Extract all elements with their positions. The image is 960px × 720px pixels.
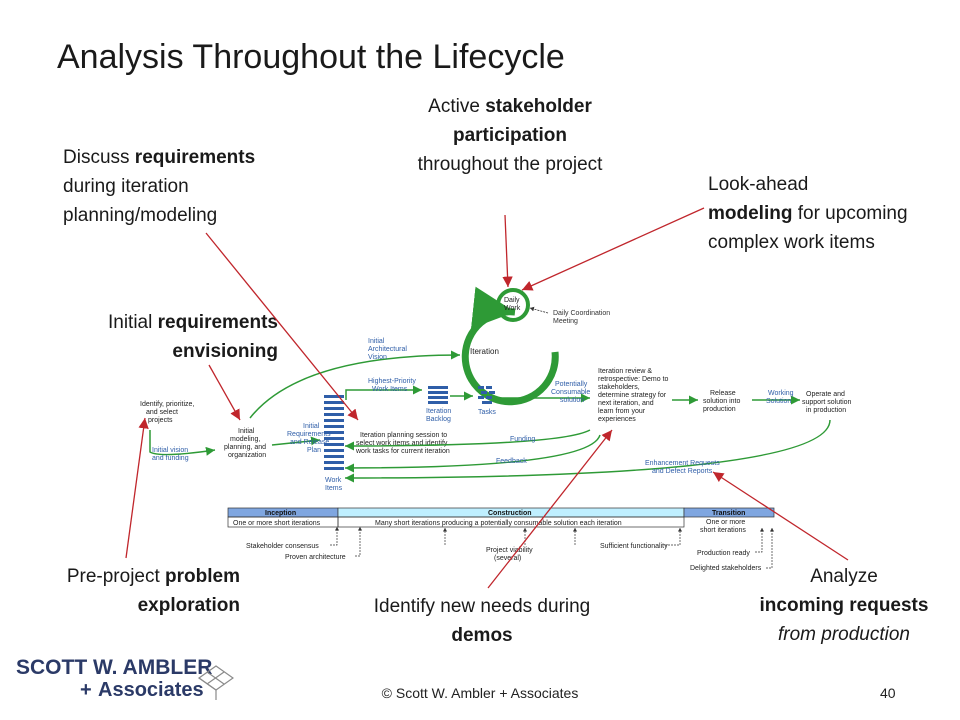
construction-sub-box bbox=[337, 516, 685, 528]
phase-transition-label: Transition bbox=[712, 510, 745, 517]
callout-text: Look-ahead bbox=[708, 174, 809, 195]
page-number: 40 bbox=[880, 685, 896, 701]
arch-vision-arrow bbox=[249, 350, 461, 419]
logo-line1: SCOTT W. AMBLER bbox=[16, 656, 212, 679]
phase-inception-label: Inception bbox=[265, 510, 296, 517]
project-viability-label: Project viability(several) bbox=[486, 547, 533, 562]
iteration-backlog-stack bbox=[428, 386, 448, 404]
callout-text: Analyze bbox=[810, 566, 878, 587]
initial-req-arrow bbox=[271, 436, 321, 446]
logo-mark-icon bbox=[197, 665, 235, 700]
tasks-label: Tasks bbox=[478, 409, 496, 416]
iteration-label: Iteration bbox=[470, 347, 499, 356]
feedback-label: Feedback bbox=[496, 458, 527, 465]
callout-text: during iteration planning/modeling bbox=[63, 176, 218, 226]
initial-vision-arrow bbox=[149, 430, 216, 456]
construction-sub-label: Many short iterations producing a potent… bbox=[375, 520, 622, 527]
callout-analyze-requests: Analyze incoming requests from productio… bbox=[752, 562, 936, 649]
highest-priority-arrow bbox=[345, 385, 422, 400]
sufficient-functionality-label: Sufficient functionality bbox=[600, 543, 668, 550]
funding-arrow bbox=[344, 429, 591, 451]
logo-plus: + bbox=[80, 679, 92, 701]
callout-demos: Identify new needs during demos bbox=[372, 592, 592, 650]
callout-bold: incoming requests bbox=[759, 595, 929, 616]
red-arrow-analyze bbox=[712, 471, 849, 561]
callout-bold: problem exploration bbox=[137, 566, 240, 616]
milestone-markers bbox=[330, 527, 775, 569]
stakeholder-consensus-label: Stakeholder consensus bbox=[246, 543, 319, 550]
work-items-stack bbox=[324, 395, 344, 470]
red-arrow-initial bbox=[208, 364, 241, 421]
red-arrow-lookahead bbox=[521, 207, 705, 291]
callout-text: from production bbox=[777, 624, 910, 645]
callout-bold: demos bbox=[451, 625, 513, 646]
red-arrow-discuss bbox=[205, 232, 359, 421]
callout-look-ahead: Look-ahead modeling for upcoming complex… bbox=[708, 170, 918, 257]
feedback-arrow bbox=[344, 434, 601, 473]
callout-text: Pre-project bbox=[66, 566, 166, 587]
company-logo: SCOTT W. AMBLER + Associates bbox=[14, 652, 235, 709]
callout-bold: stakeholder participation bbox=[452, 96, 592, 146]
callout-text: Discuss bbox=[63, 147, 135, 168]
tasks-icon bbox=[478, 386, 495, 404]
callout-text: Identify new needs during bbox=[373, 596, 591, 617]
daily-work-loop bbox=[496, 288, 530, 322]
callout-text: Initial bbox=[107, 312, 158, 333]
review-label: Iteration review &retrospective: Demo to… bbox=[598, 368, 669, 423]
funding-label: Funding bbox=[510, 436, 535, 443]
logo-line2: Associates bbox=[98, 679, 204, 701]
callout-text: Active bbox=[428, 96, 486, 117]
callout-bold: requirements bbox=[134, 147, 256, 168]
production-ready-label: Production ready bbox=[697, 550, 750, 557]
logo-graphic: SCOTT W. AMBLER + Associates bbox=[16, 656, 235, 701]
red-arrow-preproject bbox=[125, 417, 149, 559]
proven-architecture-label: Proven architecture bbox=[285, 554, 346, 561]
delighted-stakeholders-label: Delighted stakeholders bbox=[690, 565, 762, 572]
callout-bold: modeling bbox=[708, 203, 793, 224]
phase-construction-label: Construction bbox=[488, 510, 532, 517]
callout-bold: requirements envisioning bbox=[157, 312, 278, 362]
red-arrow-stakeholder bbox=[502, 214, 513, 288]
callout-text: for upcoming complex work items bbox=[708, 203, 908, 253]
callout-discuss-requirements: Discuss requirements during iteration pl… bbox=[63, 143, 313, 230]
red-arrow-demos bbox=[487, 429, 613, 589]
callout-pre-project: Pre-project problem exploration bbox=[10, 562, 240, 620]
slide-title: Analysis Throughout the Lifecycle bbox=[57, 38, 565, 76]
inception-sub-label: One or more short iterations bbox=[233, 520, 321, 527]
callout-active-stakeholder: Active stakeholder participation through… bbox=[380, 92, 640, 179]
footer-copyright: © Scott W. Ambler + Associates bbox=[381, 685, 579, 701]
enhancement-arrow bbox=[344, 419, 831, 483]
callout-initial-requirements: Initial requirements envisioning bbox=[40, 308, 278, 366]
callout-text: throughout the project bbox=[417, 154, 603, 175]
daily-coord-arrow bbox=[529, 306, 549, 314]
